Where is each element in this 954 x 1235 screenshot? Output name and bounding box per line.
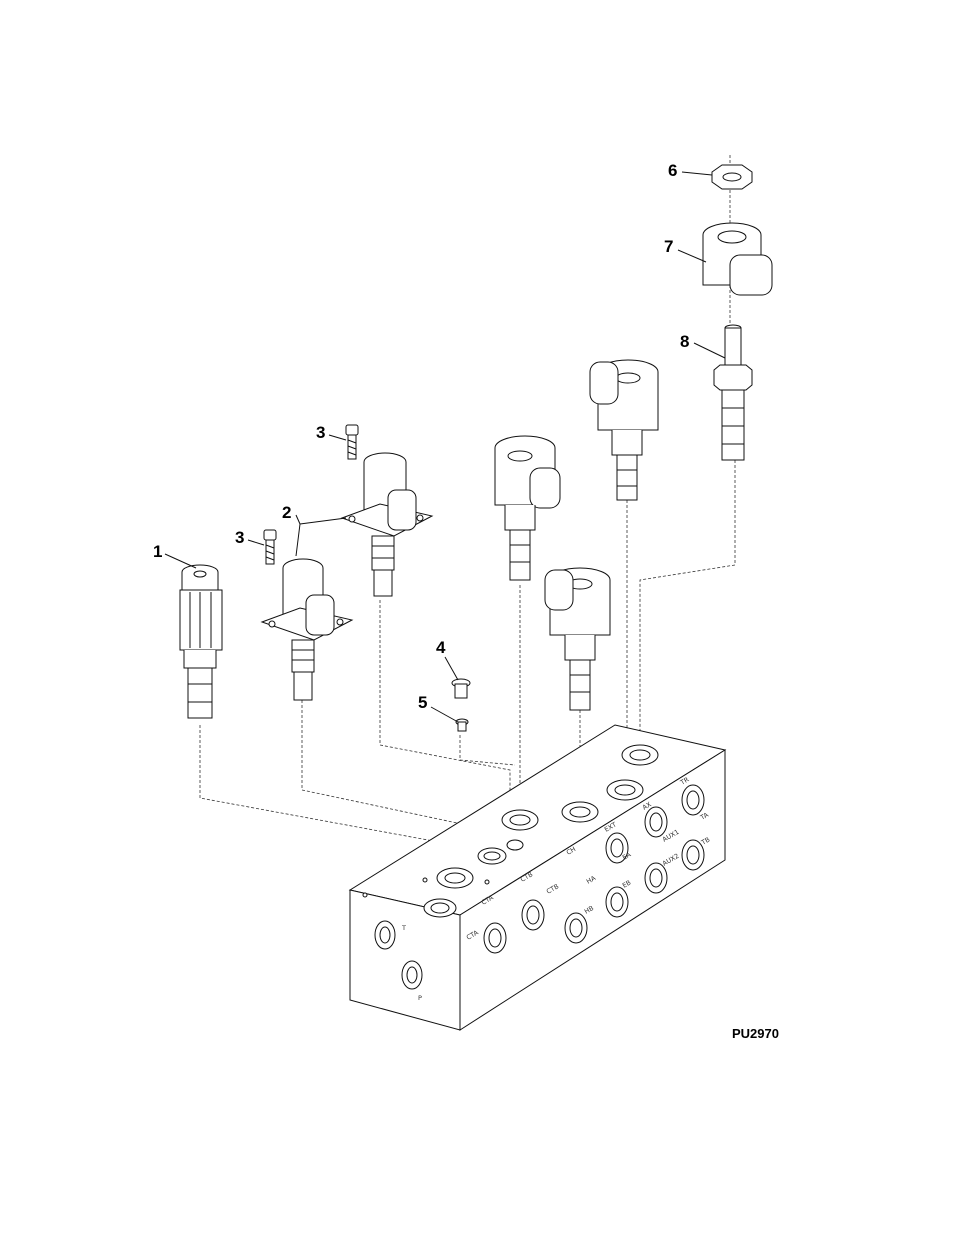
solenoid-coil xyxy=(702,222,773,296)
callout-3-lower: 3 xyxy=(235,528,244,547)
manifold-block: T P CTA CTA CTB CTB HA HB CH EXT EA EB A… xyxy=(348,724,727,1031)
solenoid-cartridge-valve-upper xyxy=(589,359,659,501)
relief-valve-cartridge xyxy=(179,564,223,719)
top-ports xyxy=(362,744,659,918)
port-label: EA xyxy=(621,850,633,861)
solenoid-cartridge-valve-center xyxy=(494,435,561,581)
port-label: TA xyxy=(698,811,710,823)
port-label: HA xyxy=(585,874,598,886)
solenoid-valve-flanged-lower xyxy=(260,558,354,701)
small-plug xyxy=(455,718,469,732)
port-label: TR xyxy=(678,775,691,787)
callout-3-upper: 3 xyxy=(316,423,325,442)
valve-stem-cartridge xyxy=(713,324,753,461)
callout-2: 2 xyxy=(282,503,291,522)
port-label: CH xyxy=(565,845,577,857)
port-label: EB xyxy=(621,879,632,890)
port-label: P xyxy=(418,994,422,1002)
callout-6: 6 xyxy=(668,161,677,180)
callouts: 1 2 3 3 4 5 6 7 8 xyxy=(153,161,726,723)
drawing-id: PU2970 xyxy=(732,1026,779,1041)
callout-7: 7 xyxy=(664,237,673,256)
screw-upper xyxy=(345,424,359,460)
callout-8: 8 xyxy=(680,332,689,351)
hex-nut xyxy=(711,164,753,190)
port-label: T xyxy=(401,924,406,932)
callout-4: 4 xyxy=(436,638,446,657)
solenoid-valve-flanged-upper xyxy=(295,452,434,597)
side-ports xyxy=(374,784,705,990)
port-label: HB xyxy=(583,904,595,916)
screw-lower xyxy=(263,529,277,565)
solenoid-cartridge-valve-lower xyxy=(544,567,611,711)
callout-5: 5 xyxy=(418,693,427,712)
plug xyxy=(451,678,471,699)
port-label: AX xyxy=(641,800,653,812)
port-label: TB xyxy=(699,836,711,848)
callout-1: 1 xyxy=(153,542,162,561)
